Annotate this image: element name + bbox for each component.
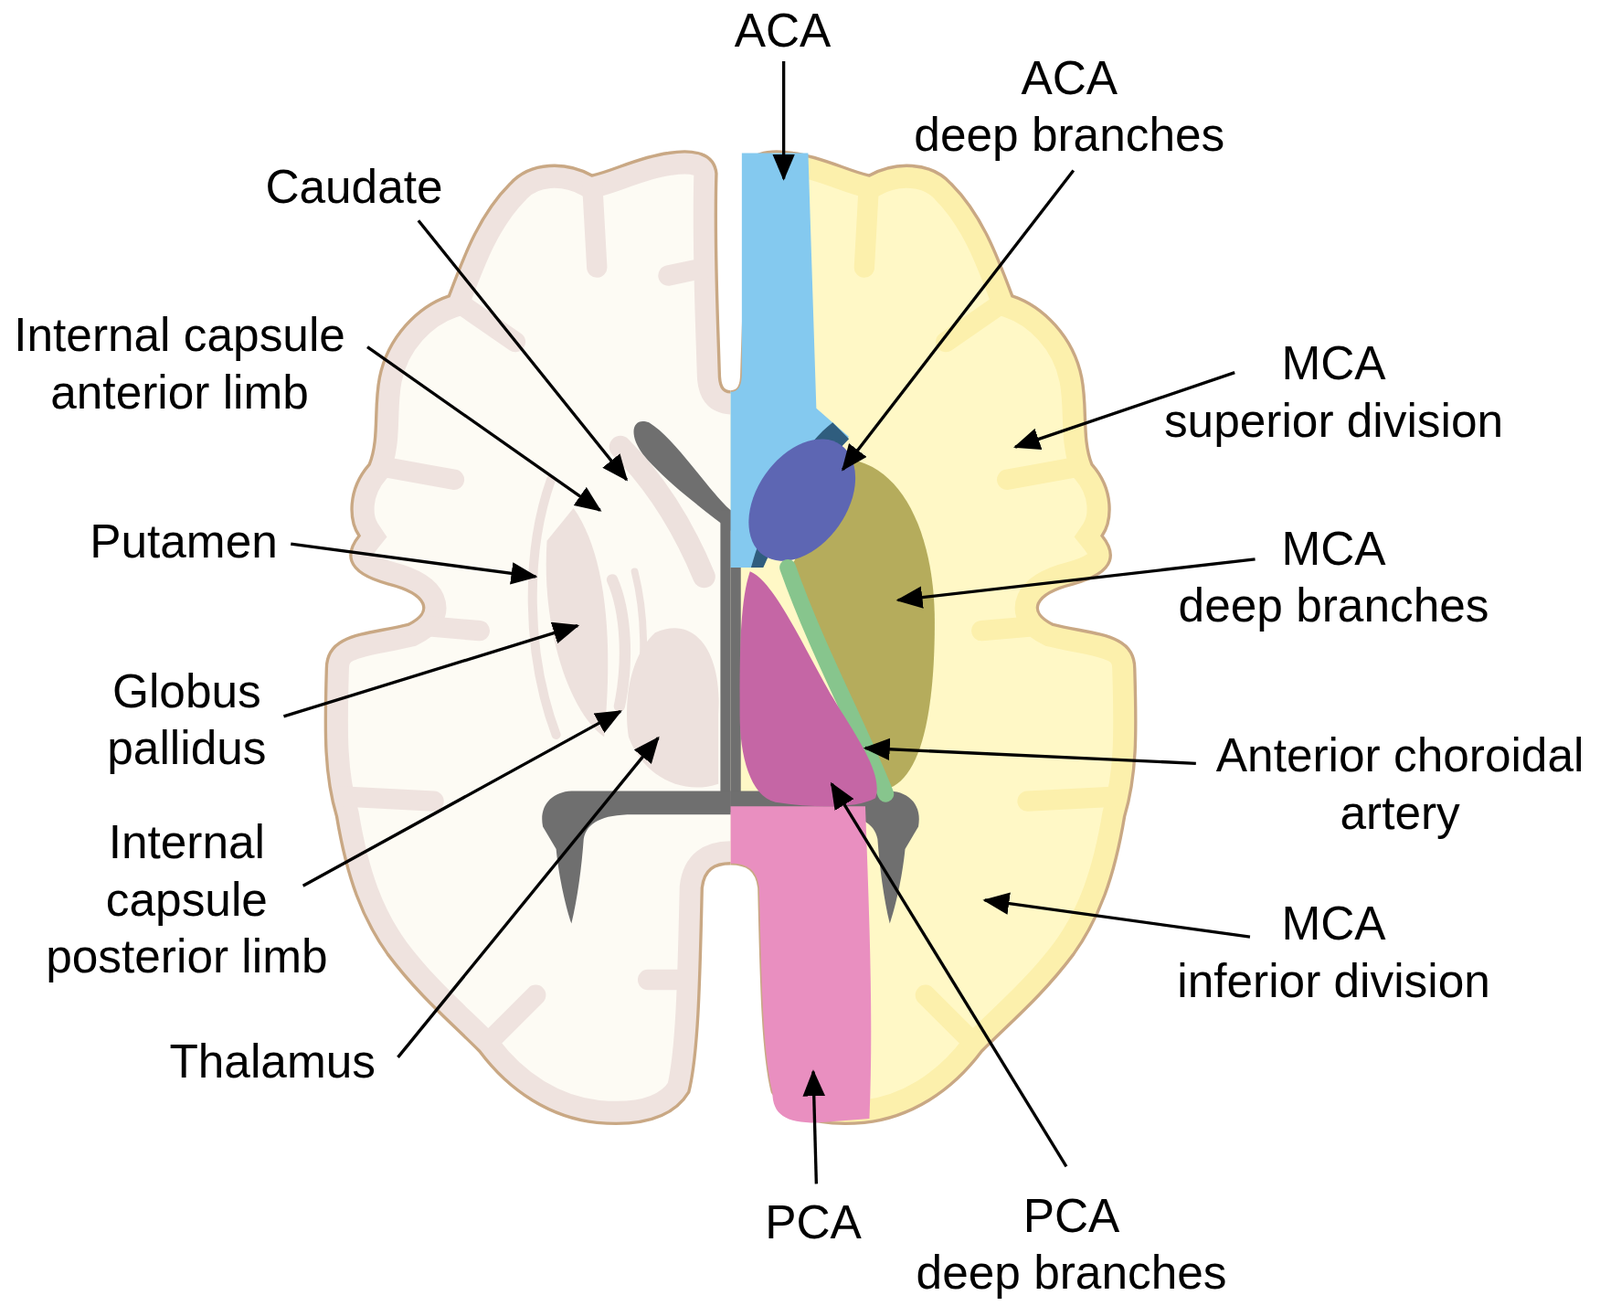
artery-label: ACA xyxy=(734,1,832,60)
artery-label: MCA inferior division xyxy=(1165,894,1503,1009)
line-spacer xyxy=(1409,894,1503,896)
line-spacer xyxy=(1409,519,1503,520)
line-spacer xyxy=(1154,334,1252,336)
structure-label: Internal capsule anterior limb xyxy=(3,306,356,421)
structure-label: Thalamus xyxy=(169,1032,376,1091)
line-spacer xyxy=(1145,49,1239,51)
line-spacer xyxy=(1165,519,1258,520)
artery-label: PCA deep branches xyxy=(902,1186,1240,1302)
structure-label: Putamen xyxy=(89,512,278,571)
artery-label: MCA superior division xyxy=(1154,334,1513,449)
line-spacer xyxy=(1165,894,1258,896)
structure-label: Globus pallidus xyxy=(74,662,300,777)
artery-label: PCA xyxy=(764,1192,862,1251)
line-spacer xyxy=(1147,1186,1240,1188)
artery-label: MCA deep branches xyxy=(1165,519,1503,634)
structure-label: Internal capsule posterior limb xyxy=(33,813,340,986)
artery-label: ACA deep branches xyxy=(900,49,1239,164)
structure-label: Caudate xyxy=(264,158,443,216)
line-spacer xyxy=(902,1186,996,1188)
line-spacer xyxy=(1415,334,1513,336)
line-spacer xyxy=(900,49,994,51)
artery-label: Anterior choroidal artery xyxy=(1206,726,1594,841)
